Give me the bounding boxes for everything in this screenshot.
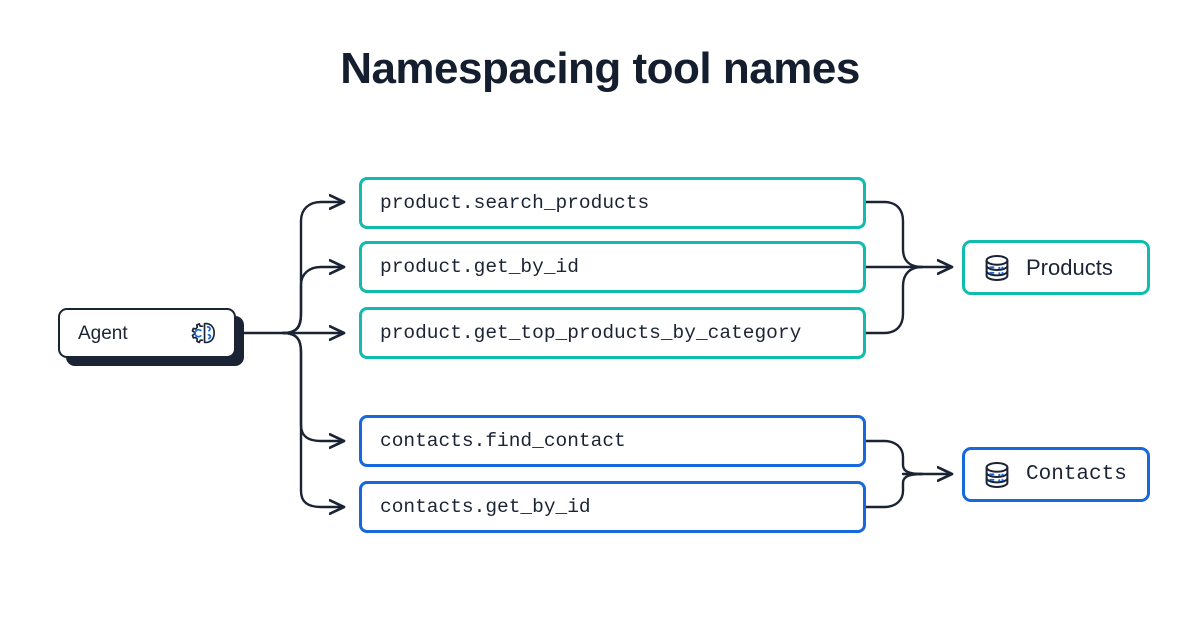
tool-label: contacts.find_contact bbox=[380, 430, 626, 452]
agent-node[interactable]: Agent bbox=[58, 308, 244, 366]
tool-box-contacts-find-contact[interactable]: contacts.find_contact bbox=[359, 415, 866, 467]
tool-box-product-search-products[interactable]: product.search_products bbox=[359, 177, 866, 229]
connector-tool-4-to-contacts bbox=[864, 439, 924, 476]
tool-label: product.search_products bbox=[380, 192, 650, 214]
database-icon bbox=[985, 254, 1009, 281]
connector-tool-1-to-products bbox=[864, 200, 924, 269]
database-icon bbox=[985, 461, 1009, 488]
page-title: Namespacing tool names bbox=[340, 44, 860, 93]
tool-box-contacts-get-by-id[interactable]: contacts.get_by_id bbox=[359, 481, 866, 533]
agent-label: Agent bbox=[78, 322, 128, 344]
connector-tool-3-to-products bbox=[864, 265, 924, 335]
connector-tool-5-to-contacts bbox=[864, 472, 924, 509]
agent-node-box[interactable]: Agent bbox=[58, 308, 236, 358]
tool-box-product-get-by-id[interactable]: product.get_by_id bbox=[359, 241, 866, 293]
store-label: Products bbox=[1026, 254, 1113, 280]
connector-agent-to-tool-5 bbox=[281, 331, 344, 507]
connector-agent-to-tool-4 bbox=[281, 331, 344, 441]
tool-label: product.get_top_products_by_category bbox=[380, 322, 802, 344]
brain-gear-icon bbox=[191, 322, 215, 344]
store-label: Contacts bbox=[1026, 463, 1127, 486]
tool-label: contacts.get_by_id bbox=[380, 496, 591, 518]
connector-agent-to-tool-2 bbox=[281, 267, 344, 335]
store-node-contacts[interactable]: Contacts bbox=[962, 447, 1150, 502]
store-node-products[interactable]: Products bbox=[962, 240, 1150, 295]
tool-box-product-get-top-products-by-category[interactable]: product.get_top_products_by_category bbox=[359, 307, 866, 359]
tool-label: product.get_by_id bbox=[380, 256, 579, 278]
